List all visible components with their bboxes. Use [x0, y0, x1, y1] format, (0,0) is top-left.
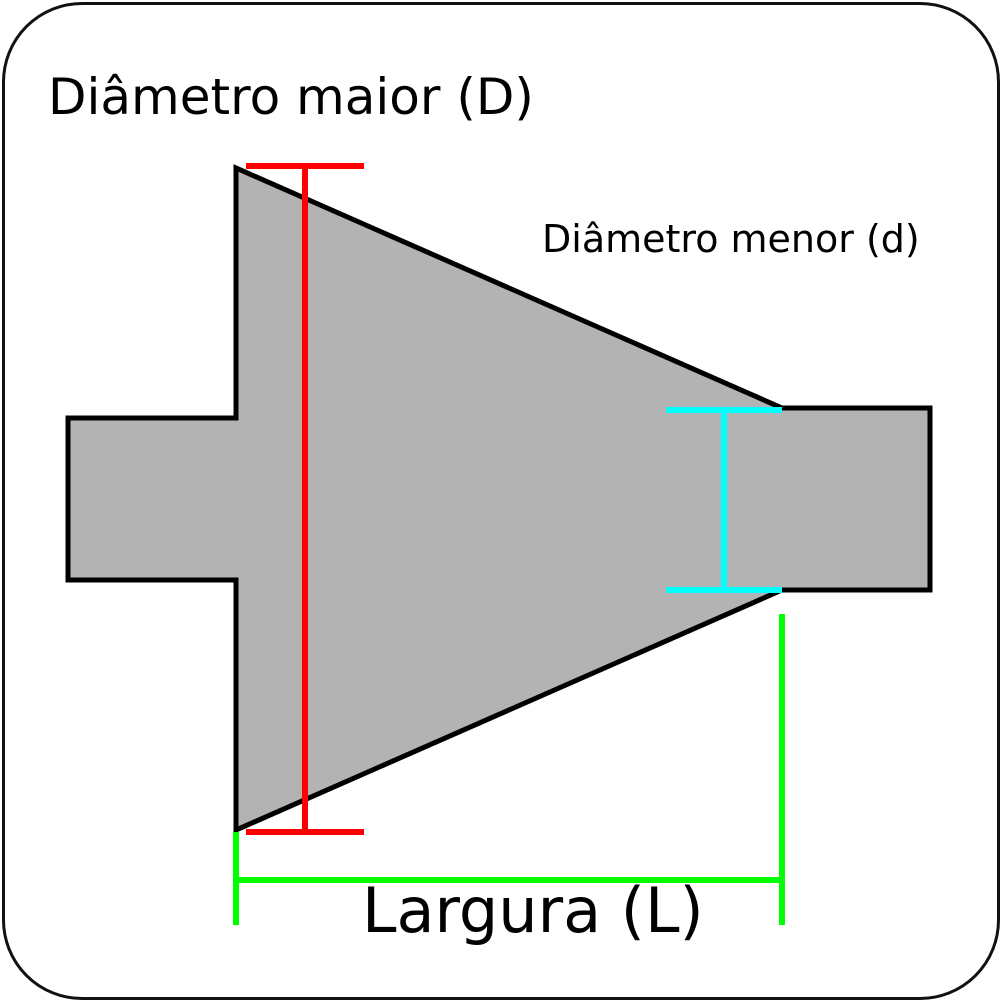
length-label: Largura (L): [362, 874, 704, 947]
major-diameter-dimension: [246, 163, 364, 835]
tapered-body-shape: [65, 164, 933, 834]
minor-diameter-dimension: [666, 407, 782, 593]
minor-diameter-label: Diâmetro menor (d): [542, 217, 920, 261]
major-diameter-label: Diâmetro maior (D): [48, 68, 534, 126]
length-dimension: [233, 614, 785, 925]
